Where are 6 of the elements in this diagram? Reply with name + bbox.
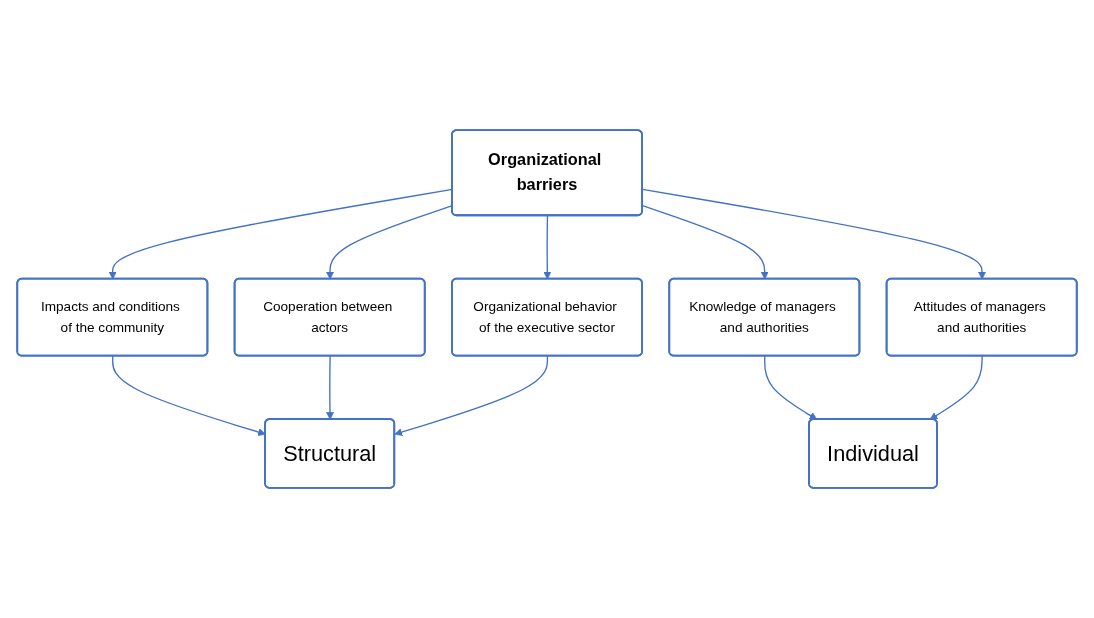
arrow [326, 355, 334, 420]
arrow [112, 355, 266, 436]
arrow [929, 355, 983, 420]
arrow [394, 355, 549, 436]
arrow [764, 355, 818, 420]
arrow [543, 215, 552, 280]
